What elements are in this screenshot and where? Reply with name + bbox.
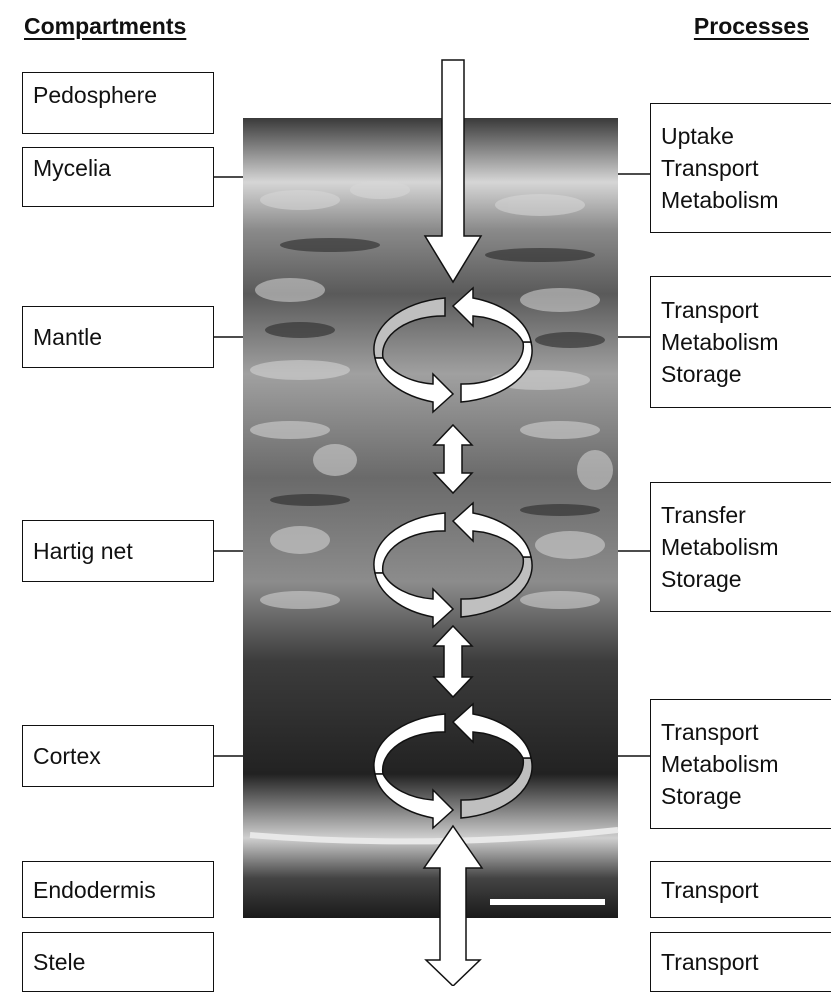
compartment-stele: Stele: [22, 932, 214, 992]
process-label: Storage: [661, 563, 831, 595]
process-label: Transport: [661, 874, 831, 906]
process-label: Transport: [661, 152, 831, 184]
compartment-label: Pedosphere: [33, 79, 213, 111]
compartment-label: Mycelia: [33, 152, 213, 184]
process-label: Transport: [661, 946, 831, 978]
scale-bar: [490, 899, 605, 905]
compartment-cortex: Cortex: [22, 725, 214, 787]
compartment-label: Cortex: [33, 740, 213, 772]
process-label: Transport: [661, 294, 831, 326]
process-box-mantle: Transport Metabolism Storage: [650, 276, 831, 408]
process-label: Transport: [661, 716, 831, 748]
compartment-hartig-net: Hartig net: [22, 520, 214, 582]
compartment-label: Mantle: [33, 321, 213, 353]
process-label: Transfer: [661, 499, 831, 531]
process-label: Metabolism: [661, 326, 831, 358]
process-box-stele: Transport: [650, 932, 831, 992]
process-label: Metabolism: [661, 748, 831, 780]
compartment-label: Stele: [33, 946, 213, 978]
process-label: Storage: [661, 780, 831, 812]
processes-heading: Processes: [694, 12, 809, 40]
compartment-mantle: Mantle: [22, 306, 214, 368]
right-connectors: [618, 174, 650, 756]
process-box-cortex: Transport Metabolism Storage: [650, 699, 831, 829]
process-label: Metabolism: [661, 184, 831, 216]
compartment-pedosphere: Pedosphere: [22, 72, 214, 134]
compartment-label: Endodermis: [33, 874, 213, 906]
process-box-endodermis: Transport: [650, 861, 831, 918]
compartment-label: Hartig net: [33, 535, 213, 567]
process-label: Storage: [661, 358, 831, 390]
compartment-mycelia: Mycelia: [22, 147, 214, 207]
compartment-endodermis: Endodermis: [22, 861, 214, 918]
process-box-mycelia: Uptake Transport Metabolism: [650, 103, 831, 233]
process-box-hartig-net: Transfer Metabolism Storage: [650, 482, 831, 612]
left-connectors: [214, 177, 243, 756]
process-label: Uptake: [661, 120, 831, 152]
process-label: Metabolism: [661, 531, 831, 563]
compartments-heading: Compartments: [24, 12, 186, 40]
